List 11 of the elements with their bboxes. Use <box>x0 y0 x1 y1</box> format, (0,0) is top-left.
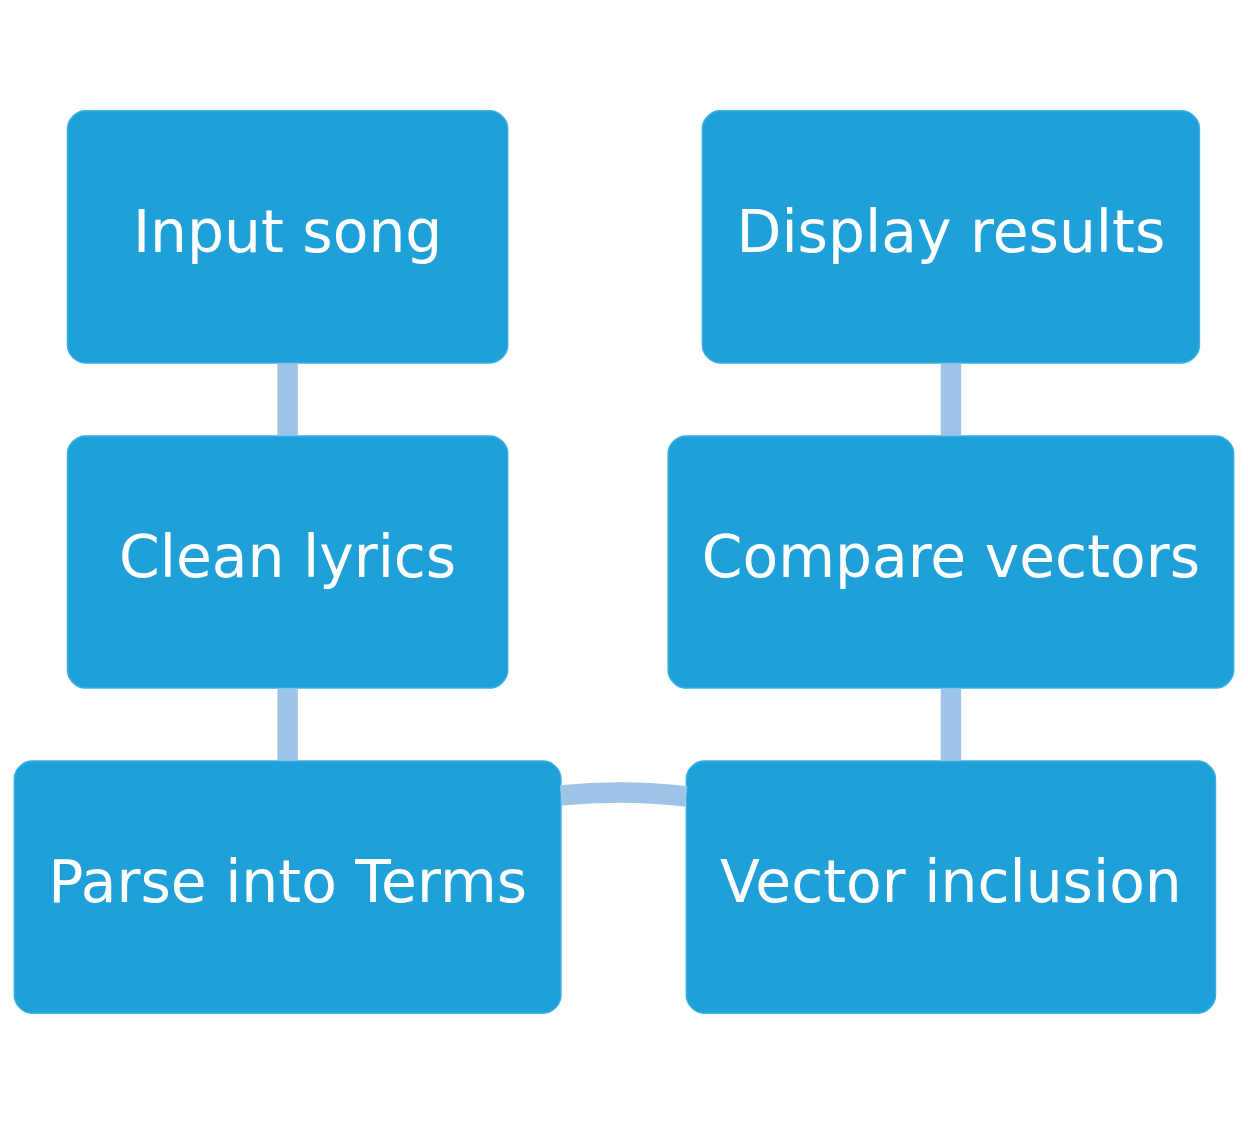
node-box: Clean lyrics <box>66 435 509 689</box>
node-box: Input song <box>66 110 509 364</box>
connector <box>940 363 962 436</box>
node-box: Parse into Terms <box>13 760 562 1014</box>
node-box: Compare vectors <box>667 435 1235 689</box>
connector <box>277 688 298 761</box>
node-box: Vector inclusion <box>685 760 1217 1014</box>
connector <box>940 688 962 761</box>
connector <box>560 782 688 807</box>
connector <box>277 363 298 436</box>
node-box: Display results <box>701 110 1201 364</box>
